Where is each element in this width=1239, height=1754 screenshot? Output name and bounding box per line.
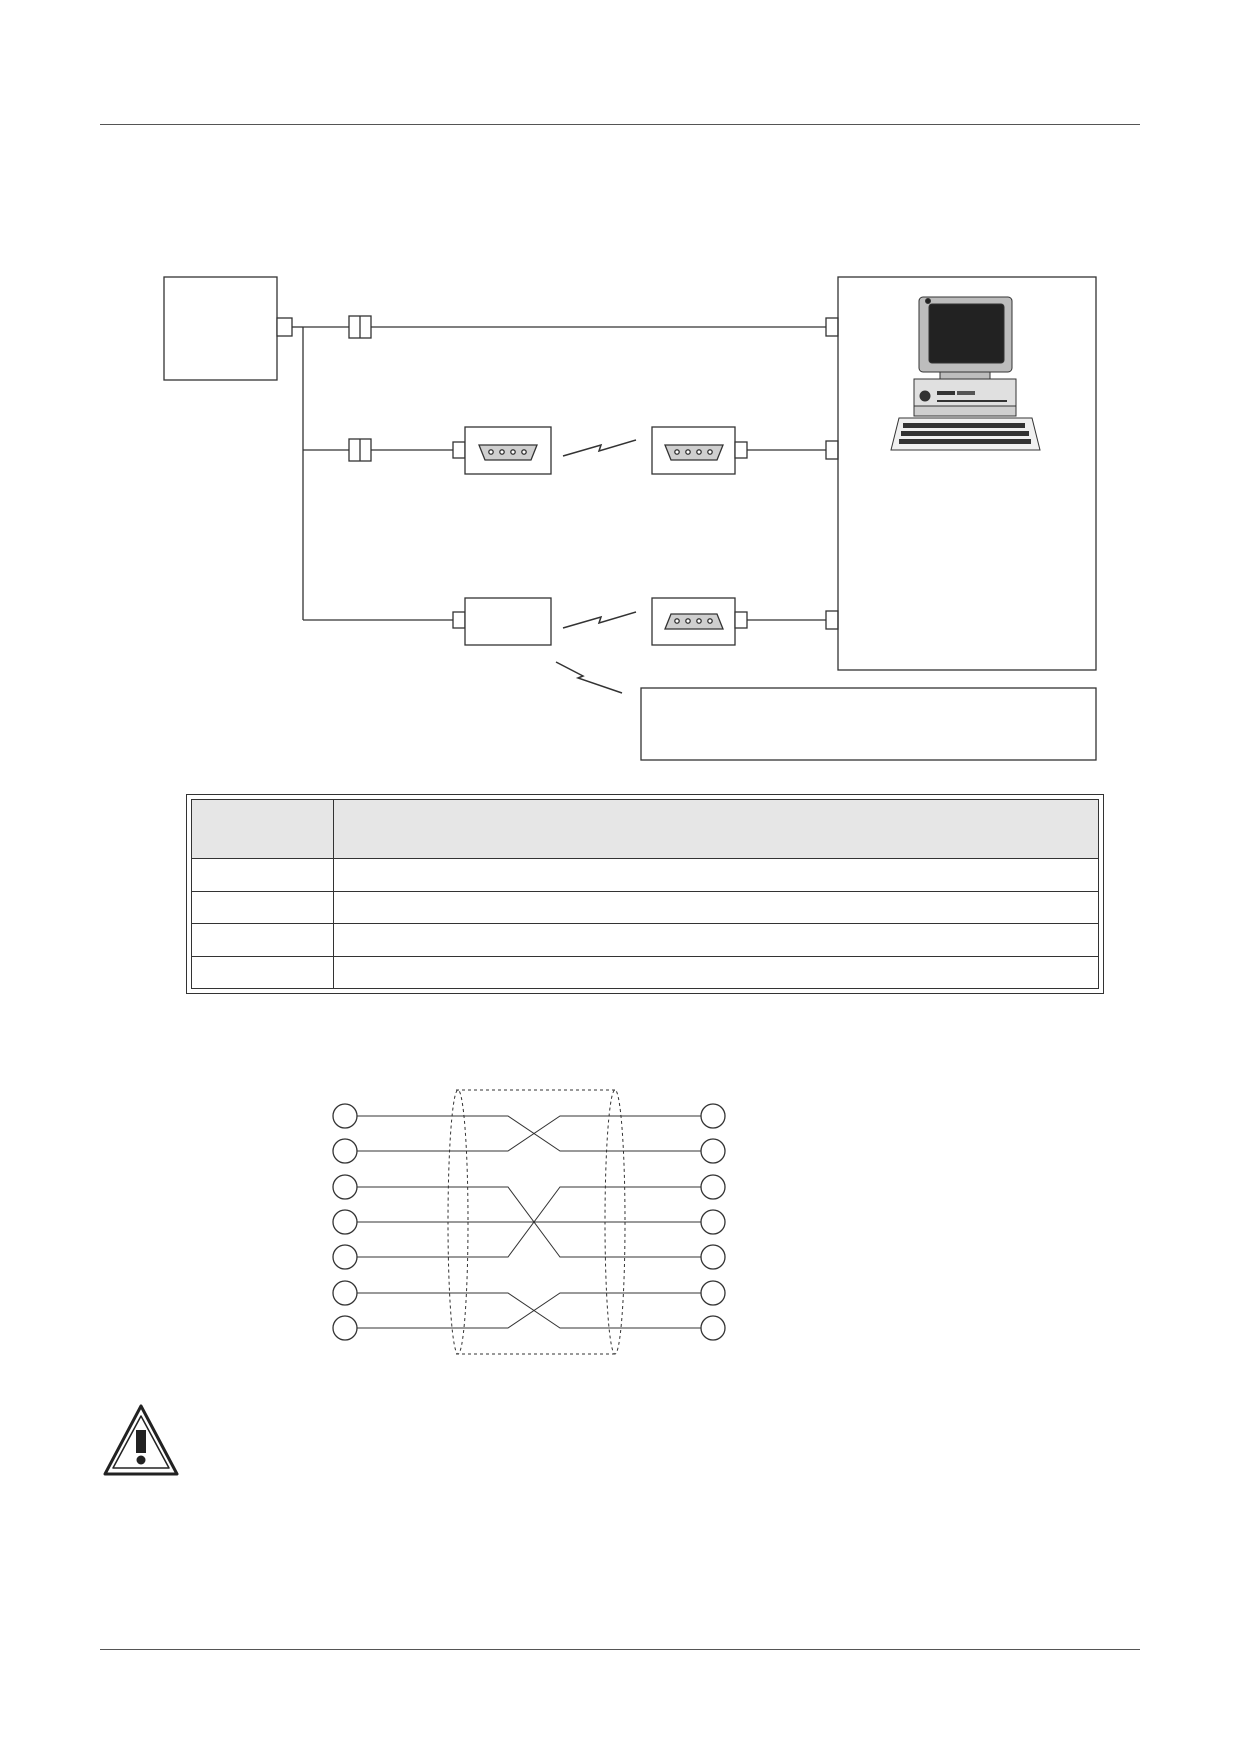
ir-window-icon: [664, 444, 724, 461]
wiring-diagram: [332, 1089, 726, 1355]
table-row: [191, 923, 1099, 957]
lightning-icon: [562, 611, 637, 629]
column-header: [191, 799, 334, 859]
route-infrared-link: [303, 426, 839, 475]
personal-computer-icon: [890, 296, 1041, 451]
pc-port: [825, 317, 839, 337]
pc-port: [825, 440, 839, 460]
spec-table-grid: [191, 799, 1099, 989]
connection-diagram: [163, 276, 1097, 761]
wire-1-2: [357, 1115, 701, 1152]
adapter-port: [452, 611, 466, 629]
pin-left-5: [332, 1244, 358, 1270]
header-rule: [100, 124, 1140, 125]
column-header: [333, 799, 1099, 859]
table-header-row: [191, 799, 1099, 859]
left-pins: [332, 1103, 358, 1341]
table-row: [191, 955, 1099, 989]
wire-2-1: [357, 1115, 701, 1152]
route-direct-cable: [303, 315, 839, 339]
pin-left-6: [332, 1280, 358, 1306]
route-radio-link: [303, 597, 839, 694]
adapter-port: [452, 441, 466, 459]
pin-left-4: [332, 1209, 358, 1235]
pin-left-1: [332, 1103, 358, 1129]
radio-module: [464, 597, 552, 646]
table-cell: [333, 890, 1099, 924]
pin-right-1: [700, 1103, 726, 1129]
pin-right-3: [700, 1174, 726, 1200]
footer-rule: [100, 1649, 1140, 1650]
table-cell: [191, 890, 334, 924]
wire-5-3: [357, 1186, 701, 1258]
pin-right-6: [700, 1280, 726, 1306]
wire-6-7: [357, 1292, 701, 1329]
warning-triangle-icon: [103, 1404, 179, 1476]
pin-right-4: [700, 1209, 726, 1235]
ir-window-icon: [478, 444, 538, 461]
pin-left-3: [332, 1174, 358, 1200]
table-cell: [333, 923, 1099, 957]
pin-right-5: [700, 1244, 726, 1270]
pin-right-7: [700, 1315, 726, 1341]
spec-table: [186, 794, 1104, 994]
pc-port: [825, 610, 839, 630]
table-row: [191, 858, 1099, 892]
pc-box: [837, 276, 1097, 671]
wire-7-6: [357, 1292, 701, 1329]
table-cell: [333, 858, 1099, 892]
lightning-icon: [562, 439, 637, 457]
table-row: [191, 890, 1099, 924]
adapter-port: [734, 441, 748, 459]
pin-left-7: [332, 1315, 358, 1341]
table-cell: [191, 955, 334, 989]
lightning-icon: [555, 661, 623, 694]
device-box: [163, 276, 278, 381]
table-cell: [191, 923, 334, 957]
pin-right-2: [700, 1138, 726, 1164]
adapter-port: [734, 611, 748, 629]
table-cell: [333, 955, 1099, 989]
note-box: [640, 687, 1097, 761]
right-pins: [700, 1103, 726, 1341]
dashed-shield: [456, 1089, 617, 1355]
pin-left-2: [332, 1138, 358, 1164]
ir-window-icon: [664, 613, 724, 630]
table-cell: [191, 858, 334, 892]
device-port: [276, 317, 293, 337]
wires: [357, 1115, 701, 1329]
